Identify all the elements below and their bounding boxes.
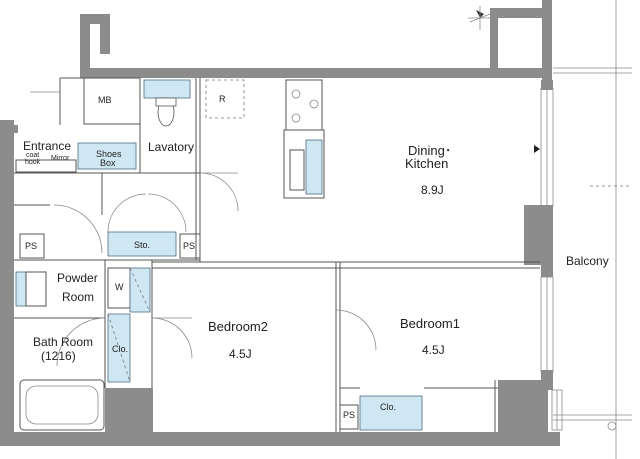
coat-hook-label-2: hook — [25, 159, 41, 166]
ps-bottom-label: PS — [343, 410, 355, 420]
coat-hook-label-1: coat — [26, 152, 39, 159]
dining-kitchen-label-1: Dining･ — [408, 143, 451, 158]
bedroom1-size: 4.5J — [422, 343, 445, 357]
dining-kitchen-size: 8.9J — [421, 183, 444, 197]
bedroom2-size: 4.5J — [229, 347, 252, 361]
entrance-label: Entrance — [23, 139, 71, 153]
shoes-box-label-1: Shoes — [96, 149, 122, 159]
closet-bedroom2-label: Clo. — [112, 344, 128, 354]
fixtures — [15, 77, 617, 431]
washer-label: W — [115, 282, 124, 292]
doors — [30, 91, 377, 367]
lavatory-label: Lavatory — [148, 140, 194, 154]
refrigerator-label: R — [219, 94, 226, 104]
ps-mid-label: PS — [183, 241, 195, 251]
closet-bedroom1-label: Clo. — [380, 402, 396, 412]
bedroom2-label: Bedroom2 — [208, 319, 268, 334]
room-labels: MB R Entrance coat hook Mirror Shoes Box… — [23, 94, 609, 420]
storage-label: Sto. — [134, 240, 150, 250]
dining-kitchen-label-2: Kitchen — [405, 156, 448, 171]
windows — [540, 87, 563, 431]
partitions — [14, 77, 540, 432]
shoes-box-label-2: Box — [100, 158, 116, 168]
mirror-label: Mirror — [51, 155, 70, 162]
north-arrow-icon — [468, 6, 492, 30]
bath-room-label-2: (1216) — [41, 349, 76, 363]
powder-room-label-2: Room — [62, 290, 94, 304]
ps-left-label: PS — [25, 241, 37, 251]
bath-room-label-1: Bath Room — [33, 335, 93, 349]
powder-room-label-1: Powder — [57, 271, 98, 285]
mb-label: MB — [98, 95, 112, 105]
bedroom1-label: Bedroom1 — [400, 316, 460, 331]
balcony-label: Balcony — [566, 254, 609, 268]
